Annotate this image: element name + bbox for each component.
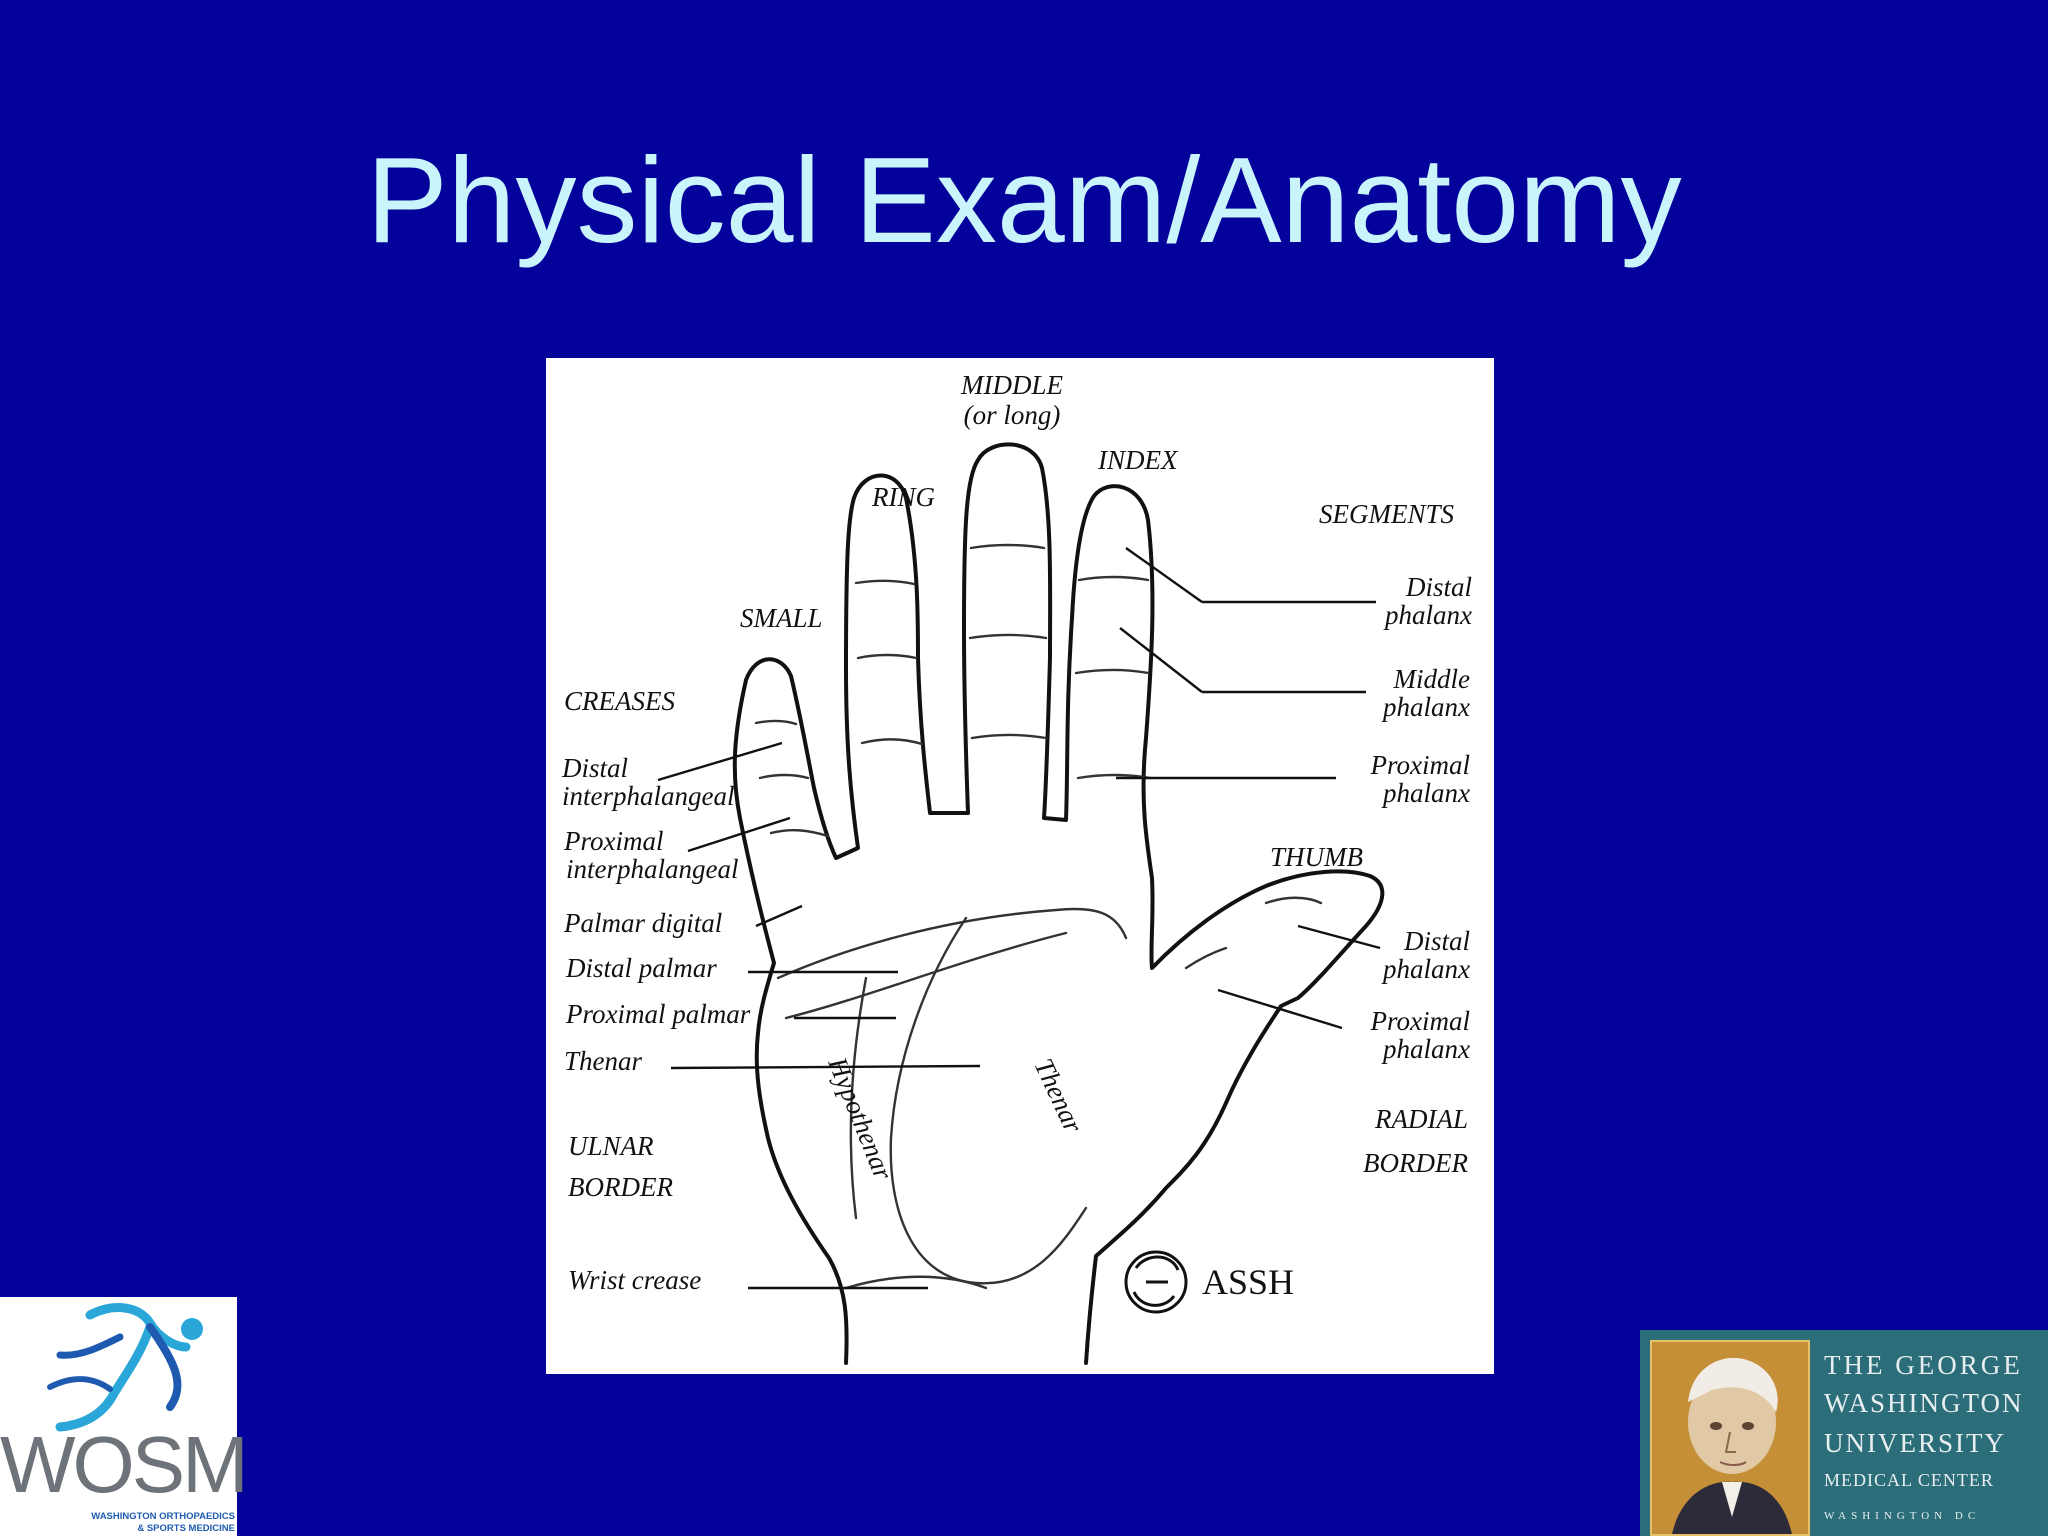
creases-heading: CREASES (564, 686, 675, 716)
crease-proximal-ip-line1: Proximal (563, 826, 663, 856)
finger-label-ring: RING (871, 482, 935, 512)
wosm-line1: WASHINGTON ORTHOPAEDICS (91, 1511, 235, 1522)
gwu-line-5: WASHINGTON DC (1824, 1510, 1981, 1522)
finger-label-middle: MIDDLE (960, 370, 1063, 400)
segment-proximal-line1: Proximal (1370, 750, 1470, 780)
crease-proximal-ip-line2: interphalangeal (566, 854, 738, 884)
hand-outline (732, 442, 1385, 1365)
crease-thenar: Thenar (564, 1046, 643, 1076)
wosm-name: WOSM (0, 1420, 249, 1509)
assh-logo (1124, 1250, 1188, 1314)
hand-illustration: MIDDLE (or long) INDEX RING SMALL THUMB … (561, 370, 1472, 1365)
finger-label-thumb: THUMB (1270, 842, 1363, 872)
thumb-distal-line2: phalanx (1381, 954, 1470, 984)
thumb-proximal-line1: Proximal (1370, 1006, 1470, 1036)
crease-distal-palmar: Distal palmar (565, 953, 717, 983)
crease-distal-ip-line1: Distal (561, 753, 628, 783)
runner-icon (47, 1303, 203, 1432)
hand-anatomy-diagram: MIDDLE (or long) INDEX RING SMALL THUMB … (546, 358, 1494, 1374)
gwu-line-1: THE GEORGE (1824, 1350, 2023, 1380)
segment-proximal-line2: phalanx (1381, 778, 1470, 808)
segment-middle-line1: Middle (1393, 664, 1470, 694)
gwu-medical-center-logo: THE GEORGE WASHINGTON UNIVERSITY MEDICAL… (1640, 1330, 2048, 1536)
slide-title: Physical Exam/Anatomy (366, 132, 1682, 268)
ulnar-border-line1: ULNAR (568, 1131, 654, 1161)
finger-label-middle-alt: (or long) (964, 400, 1061, 430)
region-thenar: Thenar (1029, 1054, 1089, 1138)
finger-creases (754, 543, 1228, 970)
assh-credit: ASSH (1202, 1262, 1294, 1302)
segment-distal-line1: Distal (1405, 572, 1472, 602)
thumb-proximal-line2: phalanx (1381, 1034, 1470, 1064)
finger-label-index: INDEX (1097, 445, 1179, 475)
palm-creases (776, 907, 1128, 1290)
crease-wrist: Wrist crease (568, 1265, 701, 1295)
gwu-line-3: UNIVERSITY (1824, 1428, 2006, 1458)
segment-distal-line2: phalanx (1383, 600, 1472, 630)
leader-lines (657, 547, 1381, 1290)
gwu-line-2: WASHINGTON (1824, 1388, 2024, 1418)
gwu-line-4: MEDICAL CENTER (1824, 1470, 1994, 1490)
wosm-logo: WOSM WASHINGTON ORTHOPAEDICS & SPORTS ME… (0, 1297, 249, 1536)
ulnar-border-line2: BORDER (568, 1172, 673, 1202)
radial-border-line1: RADIAL (1374, 1104, 1468, 1134)
wosm-line2: & SPORTS MEDICINE (137, 1523, 235, 1534)
radial-border-line2: BORDER (1363, 1148, 1468, 1178)
george-washington-portrait (1650, 1340, 1810, 1536)
crease-palmar-digital: Palmar digital (563, 908, 722, 938)
crease-proximal-palmar: Proximal palmar (565, 999, 751, 1029)
segments-heading: SEGMENTS (1319, 499, 1455, 529)
thumb-distal-line1: Distal (1403, 926, 1470, 956)
finger-label-small: SMALL (740, 603, 823, 633)
segment-middle-line2: phalanx (1381, 692, 1470, 722)
region-hypothenar: Hypothenar (822, 1052, 899, 1184)
crease-distal-ip-line2: interphalangeal (562, 781, 734, 811)
